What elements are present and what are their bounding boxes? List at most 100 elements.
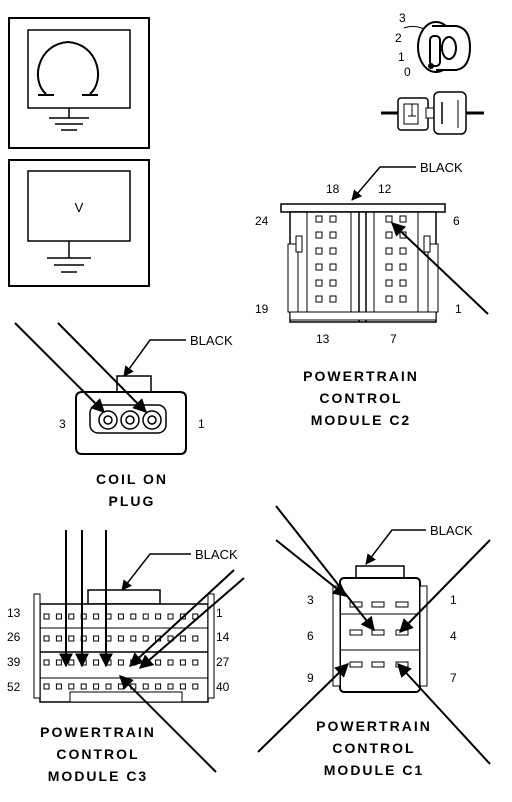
pcm-c2-pin-18: 18: [326, 182, 340, 196]
pcm-c2-wire-label: BLACK: [420, 160, 463, 175]
ignition-pos-2: 2: [395, 31, 402, 45]
pcm-c2-pin-7: 7: [390, 332, 397, 346]
connector-cavity: [395, 601, 409, 608]
connector-cavity: [43, 635, 50, 642]
voltmeter-symbol: V: [75, 200, 84, 215]
coil-title-1: COIL ON: [96, 471, 168, 487]
pcm-c2-title-2: CONTROL: [319, 390, 402, 406]
connector-cavity: [315, 263, 323, 271]
voltmeter: V: [8, 159, 150, 287]
coil-title-2: PLUG: [109, 493, 156, 509]
pcm-c2-connector: BLACK 18 12 24 6 19 1 13 7 POWERTRAIN CO…: [255, 160, 489, 428]
connector-cavity: [142, 683, 149, 690]
connector-cavity: [385, 215, 393, 223]
pcm-c1-title-3: MODULE C1: [324, 762, 424, 778]
connector-cavity: [329, 247, 337, 255]
connector-cavity: [315, 247, 323, 255]
connector-cavity: [385, 247, 393, 255]
pcm-c3-pin-14: 14: [216, 630, 230, 644]
pcm-c3-pin-40: 40: [216, 680, 230, 694]
pcm-c1-title-1: POWERTRAIN: [316, 718, 432, 734]
connector-cavity: [349, 629, 363, 636]
connector-cavity: [371, 629, 385, 636]
connector-cavity: [43, 659, 50, 666]
connector-cavity: [167, 659, 174, 666]
connector-cavity: [155, 613, 162, 620]
connector-cavity: [192, 683, 199, 690]
connector-cavity: [315, 295, 323, 303]
connector-cavity: [371, 601, 385, 608]
connector-cavity: [385, 279, 393, 287]
connector-pair-icon: [381, 91, 484, 135]
pcm-c2-title-1: POWERTRAIN: [303, 368, 419, 384]
coil-on-plug-connector: BLACK 3 1 COIL ON PLUG: [14, 322, 233, 509]
connector-cavity: [117, 659, 124, 666]
connector-cavity: [43, 683, 50, 690]
pcm-c2-pin-12: 12: [378, 182, 392, 196]
connector-cavity: [371, 661, 385, 668]
pcm-c1-connector: BLACK 3 6 9 1 4 7 POWERTRAIN CONTROL MOD…: [257, 505, 491, 778]
connector-cavity: [315, 231, 323, 239]
connector-cavity: [399, 295, 407, 303]
connector-cavity: [155, 683, 162, 690]
connector-cavity: [68, 659, 75, 666]
connector-cavity: [385, 231, 393, 239]
connector-cavity: [329, 215, 337, 223]
ground-symbol-icon: [47, 241, 91, 273]
pcm-c1-pin-6: 6: [307, 629, 314, 643]
pcm-c2-pin-24: 24: [255, 214, 269, 228]
connector-cavity: [179, 683, 186, 690]
connector-cavity: [93, 659, 100, 666]
pcm-c1-pin-7: 7: [450, 671, 457, 685]
pcm-c2-pin-6: 6: [453, 214, 460, 228]
coil-pin-1: 1: [198, 417, 205, 431]
pcm-c3-pin-13: 13: [7, 606, 21, 620]
connector-cavity: [93, 635, 100, 642]
connector-cavity: [43, 613, 50, 620]
connector-cavity: [130, 635, 137, 642]
connector-cavity: [155, 659, 162, 666]
connector-cavity: [142, 613, 149, 620]
connector-cavity: [399, 215, 407, 223]
coil-wire-label: BLACK: [190, 333, 233, 348]
pcm-c1-pin-1: 1: [450, 593, 457, 607]
pcm-c1-title-2: CONTROL: [332, 740, 415, 756]
connector-cavity: [105, 683, 112, 690]
connector-cavity: [179, 659, 186, 666]
ground-symbol-icon: [49, 108, 89, 131]
connector-cavity: [315, 279, 323, 287]
connector-cavity: [68, 683, 75, 690]
ohm-symbol-icon: [37, 40, 99, 96]
connector-cavity: [329, 279, 337, 287]
pcm-c1-pin-4: 4: [450, 629, 457, 643]
connector-cavity: [167, 683, 174, 690]
connector-cavity: [192, 659, 199, 666]
connector-cavity: [117, 683, 124, 690]
ignition-key-icon: 3 2 1 0: [395, 11, 472, 79]
ignition-pos-1: 1: [398, 50, 405, 64]
pcm-c3-wire-label: BLACK: [195, 547, 238, 562]
connector-cavity: [117, 613, 124, 620]
connector-cavity: [385, 263, 393, 271]
connector-cavity: [179, 635, 186, 642]
connector-cavity: [93, 683, 100, 690]
coil-terminals: [98, 410, 162, 430]
connector-cavity: [68, 635, 75, 642]
pcm-c3-title-3: MODULE C3: [48, 768, 148, 784]
ignition-pos-0: 0: [404, 65, 411, 79]
pcm-c2-pin-19: 19: [255, 302, 269, 316]
pcm-c1-pin-9: 9: [307, 671, 314, 685]
connector-cavity: [117, 635, 124, 642]
pcm-c1-pin-3: 3: [307, 593, 314, 607]
connector-cavity: [55, 683, 62, 690]
pcm-c3-pin-1: 1: [216, 606, 223, 620]
connector-cavity: [130, 613, 137, 620]
connector-cavity: [192, 635, 199, 642]
connector-cavity: [399, 279, 407, 287]
connector-cavity: [68, 613, 75, 620]
connector-cavity: [385, 295, 393, 303]
ohmmeter: [8, 17, 150, 149]
pcm-c2-pin-13: 13: [316, 332, 330, 346]
connector-cavity: [142, 635, 149, 642]
